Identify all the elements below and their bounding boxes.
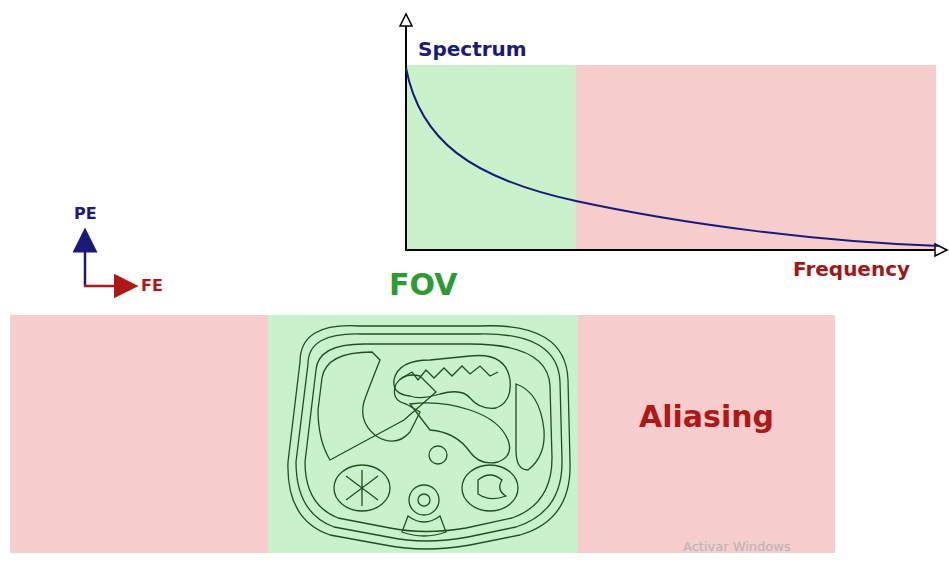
axis-title: Spectrum [418, 38, 527, 60]
x-axis [405, 249, 937, 251]
spectrum-curve [406, 68, 940, 246]
abdomen-illustration [288, 326, 570, 549]
y-axis [405, 24, 407, 251]
alias-band [10, 315, 268, 553]
region-label: Aliasing [639, 400, 774, 433]
region-heading: FOV [389, 268, 457, 301]
alias-band [578, 315, 835, 553]
axis-head [400, 14, 412, 26]
alias-region [576, 65, 936, 250]
axis-label: Frequency [793, 258, 910, 280]
aliasing-band: Aliasing [578, 315, 835, 553]
direction-label: FE [141, 277, 163, 295]
fov-band [268, 315, 578, 553]
fe-arrow [84, 285, 126, 288]
direction-label: PE [74, 205, 97, 223]
fov-band: FOV [268, 315, 578, 553]
watermark: Activar Windows [683, 540, 791, 554]
pe-arrow [84, 240, 87, 286]
pass-region [406, 65, 576, 250]
